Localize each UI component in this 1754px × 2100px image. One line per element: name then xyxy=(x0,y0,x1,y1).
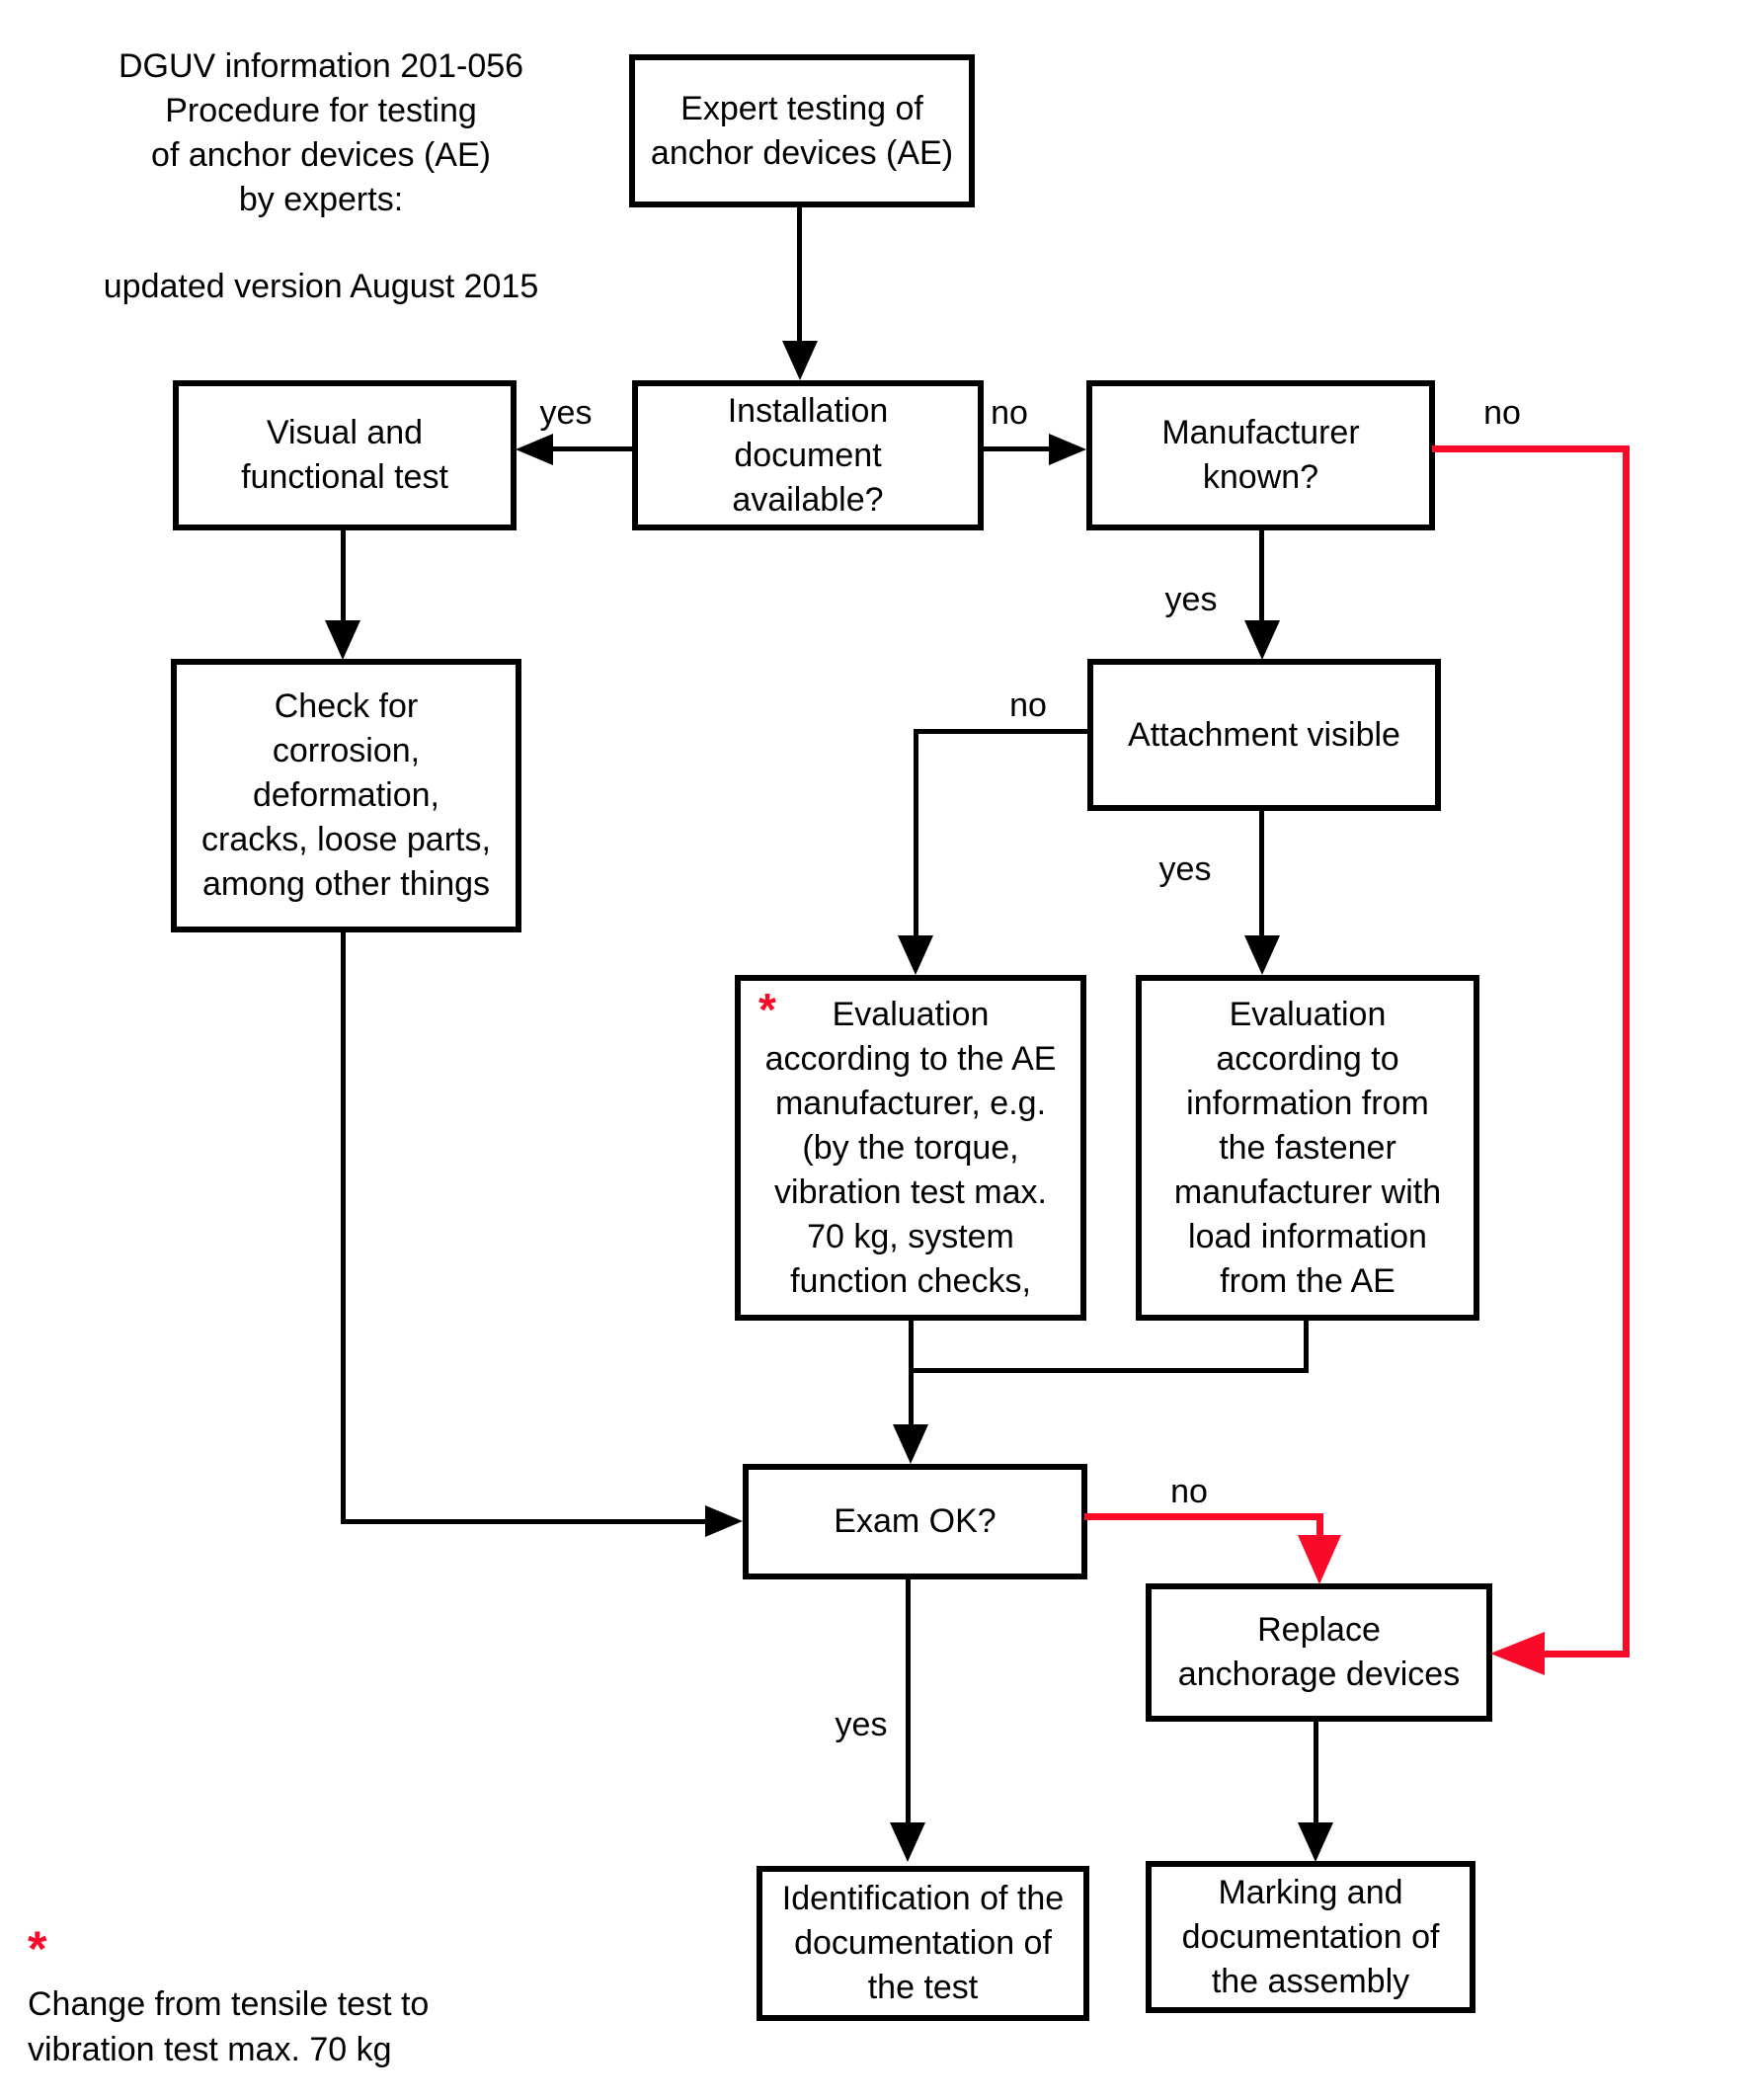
connector-check-to-exam xyxy=(341,1519,707,1524)
arrowhead-identification-top xyxy=(890,1822,925,1862)
connector-check-down xyxy=(341,929,346,1524)
node-replace-anchorage: Replace anchorage devices xyxy=(1146,1583,1492,1722)
connector-exam-no-horizontal xyxy=(1084,1513,1323,1520)
arrowhead-exam-top xyxy=(893,1424,928,1464)
arrowhead-exam-left xyxy=(705,1505,743,1537)
connector-visual-to-check xyxy=(341,526,346,622)
node-installation-document: Installation document available? xyxy=(632,380,984,530)
connector-exam-no-vertical xyxy=(1316,1513,1323,1539)
arrowhead-evaluation-fastener-top xyxy=(1244,935,1280,975)
connector-evaluation-merge xyxy=(909,1368,1309,1373)
arrowhead-evaluation-ae-top xyxy=(898,935,933,975)
label-installation-yes: yes xyxy=(539,394,593,432)
connector-installation-to-visual xyxy=(551,446,634,451)
connector-installation-to-manufacturer xyxy=(981,446,1051,451)
connector-attachment-no-horizontal xyxy=(914,729,1089,734)
asterisk-marker: * xyxy=(758,984,776,1035)
connector-manufacturer-no-horizontal xyxy=(1432,445,1630,452)
arrowhead-manufacturer-left xyxy=(1049,434,1086,465)
connector-manufacturer-no-vertical xyxy=(1623,445,1630,1657)
node-evaluation-ae-manufacturer-text: Evaluation according to the AE manufactu… xyxy=(764,995,1057,1300)
node-visual-functional-test: Visual and functional test xyxy=(173,380,517,530)
arrowhead-installation-top xyxy=(782,341,818,380)
label-attachment-yes: yes xyxy=(1158,850,1212,888)
arrowhead-visual-right xyxy=(516,434,553,465)
node-check-corrosion: Check for corrosion, deformation, cracks… xyxy=(171,659,521,932)
node-exam-ok: Exam OK? xyxy=(743,1464,1087,1579)
node-evaluation-ae-manufacturer: * Evaluation according to the AE manufac… xyxy=(735,975,1086,1321)
label-exam-no: no xyxy=(1170,1473,1208,1510)
connector-expert-to-installation xyxy=(797,205,802,343)
connector-replace-to-marking xyxy=(1314,1719,1318,1824)
node-manufacturer-known: Manufacturer known? xyxy=(1086,380,1435,530)
arrowhead-marking-top xyxy=(1298,1822,1333,1862)
arrowhead-check-top xyxy=(325,620,360,660)
connector-manufacturer-to-attachment xyxy=(1259,526,1264,622)
label-attachment-no: no xyxy=(1009,687,1047,724)
footnote-text: Change from tensile test to vibration te… xyxy=(28,1985,430,2068)
label-installation-no: no xyxy=(991,394,1028,432)
label-exam-yes: yes xyxy=(835,1706,888,1743)
diagram-title: DGUV information 201-056 Procedure for t… xyxy=(118,47,524,218)
node-evaluation-fastener: Evaluation according to information from… xyxy=(1136,975,1479,1321)
arrowhead-replace-top xyxy=(1298,1535,1341,1584)
diagram-subtitle: updated version August 2015 xyxy=(103,268,539,305)
arrowhead-attachment-top xyxy=(1244,620,1280,660)
node-identification-documentation: Identification of the documentation of t… xyxy=(757,1866,1089,2021)
node-expert-testing: Expert testing of anchor devices (AE) xyxy=(629,54,975,207)
node-attachment-visible: Attachment visible xyxy=(1087,659,1441,811)
node-marking-documentation: Marking and documentation of the assembl… xyxy=(1146,1861,1475,2013)
connector-attachment-yes xyxy=(1259,808,1264,937)
connector-exam-yes xyxy=(906,1576,911,1824)
connector-attachment-no-vertical xyxy=(914,729,918,937)
connector-manufacturer-no-into-replace xyxy=(1544,1651,1630,1657)
label-manufacturer-no: no xyxy=(1483,394,1521,432)
footnote-asterisk: * xyxy=(28,1921,47,1977)
label-manufacturer-yes: yes xyxy=(1164,581,1218,618)
arrowhead-replace-right xyxy=(1490,1632,1545,1675)
connector-evaluation-fastener-down xyxy=(1304,1319,1309,1373)
